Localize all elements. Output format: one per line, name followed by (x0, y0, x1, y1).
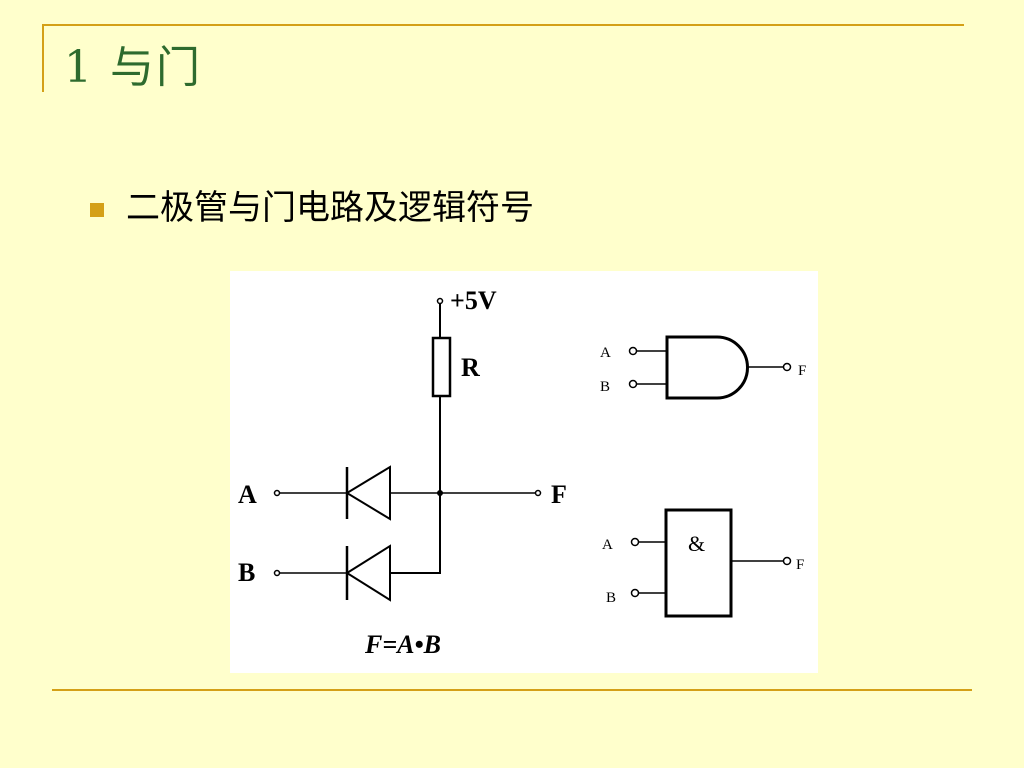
resistor (431, 336, 452, 398)
diode-b-triangle (345, 544, 391, 602)
and-output-terminal (782, 362, 792, 372)
input-b-terminal (273, 569, 281, 577)
iec-output-label: F (796, 557, 804, 573)
and-input-a-terminal (628, 346, 638, 356)
circuit-diagram: +5V R A B F F=A•B A B F A B (230, 271, 818, 673)
iec-input-b-terminal (630, 588, 640, 598)
input-a-terminal (273, 489, 281, 497)
iec-input-a-terminal (630, 537, 640, 547)
iec-input-b-label: B (606, 590, 616, 606)
frame-line-top (42, 24, 964, 26)
bullet-text: 二极管与门电路及逻辑符号 (126, 188, 534, 228)
and-gate-body (665, 335, 749, 400)
circuit-svg: +5V R A B F F=A•B A B F A B (238, 286, 806, 659)
iec-gate-text: & (688, 531, 705, 556)
bullet-item: 二极管与门电路及逻辑符号 (90, 188, 534, 229)
formula-label: F=A•B (364, 630, 441, 659)
slide-title: 1 与门 (64, 42, 202, 93)
output-terminal (534, 489, 542, 497)
iec-input-a-label: A (602, 537, 613, 553)
circuit-input-b-label: B (238, 558, 255, 587)
supply-terminal (436, 297, 444, 305)
iec-gate-body (664, 508, 733, 618)
and-input-b-terminal (628, 379, 638, 389)
resistor-label: R (461, 353, 480, 382)
iec-output-terminal (782, 556, 792, 566)
diode-a-triangle (345, 465, 391, 521)
supply-label: +5V (450, 286, 497, 315)
and-output-label: F (798, 363, 806, 379)
diode-and-circuit (273, 297, 542, 602)
circuit-input-a-label: A (238, 480, 257, 509)
frame-line-bottom (52, 689, 972, 691)
and-input-b-label: B (600, 379, 610, 395)
bullet-square-icon (90, 203, 104, 218)
and-input-a-label: A (600, 345, 611, 361)
frame-line-left (42, 24, 44, 92)
and-gate-symbol (628, 335, 792, 400)
circuit-output-label: F (551, 480, 567, 509)
junction-dot (437, 490, 443, 496)
iec-gate-symbol (630, 508, 792, 618)
